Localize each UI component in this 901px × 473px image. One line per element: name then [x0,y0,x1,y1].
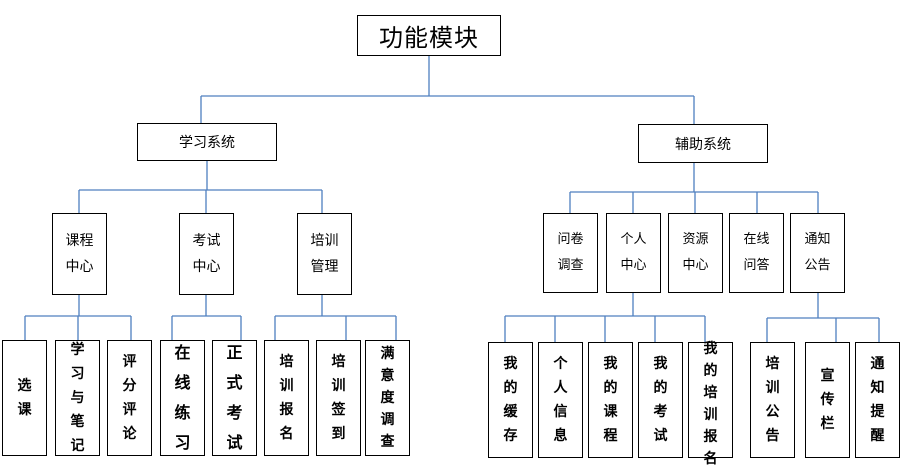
course-center-label: 课程 中心 [65,233,94,275]
leaf-online-practice: 在 线 练 习 [160,340,205,456]
leaf-notification-reminder: 通 知 提 醒 [855,342,900,458]
notice-node: 通知 公告 [790,213,845,293]
resource-center-node: 资源 中心 [668,213,723,293]
training-mgmt-node: 培训 管理 [297,213,352,295]
learning-system-label: 学习系统 [179,135,235,151]
aux-system-node: 辅助系统 [638,124,768,163]
notice-label: 通知 公告 [804,232,831,273]
leaf-my-courses: 我 的 课 程 [588,342,633,458]
exam-center-label: 考试 中心 [192,233,221,275]
online-qa-label: 在线 问答 [743,232,770,273]
leaf-my-exams: 我 的 考 试 [638,342,683,458]
leaf-training-checkin: 培 训 签 到 [316,340,361,456]
leaf-bulletin-board: 宣 传 栏 [805,342,850,458]
aux-system-label: 辅助系统 [675,136,731,153]
leaf-personal-info: 个 人 信 息 [538,342,583,458]
root-label: 功能模块 [379,24,479,52]
personal-center-label: 个人 中心 [620,232,647,273]
exam-center-node: 考试 中心 [179,213,234,295]
root-node: 功能模块 [357,15,501,56]
survey-node: 问卷 调查 [543,213,598,293]
leaf-my-cache: 我 的 缓 存 [488,342,533,458]
leaf-rating-comment: 评 分 评 论 [107,340,152,456]
leaf-training-notice: 培 训 公 告 [750,342,795,458]
leaf-satisfaction-survey: 满 意 度 调 查 [365,340,410,456]
resource-center-label: 资源 中心 [682,232,709,273]
survey-label: 问卷 调查 [557,232,584,273]
leaf-my-training-signup: 我 的 培 训 报 名 [688,341,733,467]
personal-center-node: 个人 中心 [606,213,661,293]
training-mgmt-label: 培训 管理 [310,233,339,275]
online-qa-node: 在线 问答 [729,213,784,293]
leaf-course-select: 选 课 [2,340,47,456]
leaf-study-notes: 学 习 与 笔 记 [55,340,100,456]
leaf-training-signup: 培 训 报 名 [264,340,309,456]
course-center-node: 课程 中心 [52,213,107,295]
leaf-formal-exam: 正 式 考 试 [212,340,257,456]
learning-system-node: 学习系统 [137,123,277,161]
